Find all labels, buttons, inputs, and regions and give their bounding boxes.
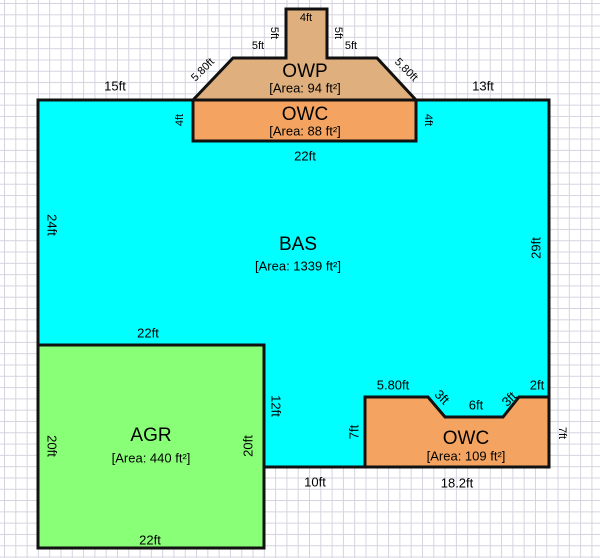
dim-label: 2ft	[529, 377, 545, 393]
bas-name: BAS	[278, 234, 318, 255]
dim-label: 5ft	[268, 26, 280, 40]
dim-label: 4ft	[174, 113, 186, 127]
dim-label: 22ft	[139, 532, 161, 548]
dim-label: 22ft	[137, 325, 159, 341]
dim-label: 5ft	[332, 26, 344, 40]
dim-label: 18.2ft	[440, 475, 474, 491]
owc-top-area[interactable]	[191, 98, 418, 143]
dim-label: 4ft	[299, 12, 313, 24]
owc-bottom-area[interactable]	[363, 395, 551, 469]
dim-label: 29ft	[528, 237, 544, 259]
dim-label: 15ft	[104, 78, 126, 94]
dim-label: 24ft	[44, 214, 60, 236]
dim-label: 6ft	[468, 397, 484, 413]
owc-bottom-name: OWC	[442, 428, 490, 449]
owc-top-area-label: [Area: 88 ft²]	[269, 123, 341, 139]
owp-name: OWP	[282, 61, 328, 82]
dim-label: 12ft	[268, 395, 284, 417]
dim-label: 5.80ft	[376, 377, 410, 393]
owp-area-label: [Area: 94 ft²]	[269, 80, 341, 96]
owc-bottom-area-label: [Area: 109 ft²]	[426, 448, 506, 464]
owc-top-name: OWC	[281, 104, 329, 125]
dim-label: 20ft	[240, 435, 256, 457]
owp-area[interactable]	[189, 7, 420, 102]
agr-area[interactable]	[36, 343, 266, 550]
agr-area-label: [Area: 440 ft²]	[111, 450, 191, 466]
dim-label: 7ft	[346, 424, 362, 440]
bas-area-label: [Area: 1339 ft²]	[255, 258, 341, 274]
dim-label: 7ft	[556, 426, 568, 440]
dim-label: 5ft	[251, 40, 265, 52]
dim-label: 5ft	[344, 40, 358, 52]
dim-label: 20ft	[44, 435, 60, 457]
dim-label: 4ft	[422, 113, 434, 127]
dim-label: 10ft	[304, 474, 326, 490]
dim-label: 13ft	[472, 78, 494, 94]
dim-label: 22ft	[294, 148, 316, 164]
agr-name: AGR	[130, 425, 172, 446]
